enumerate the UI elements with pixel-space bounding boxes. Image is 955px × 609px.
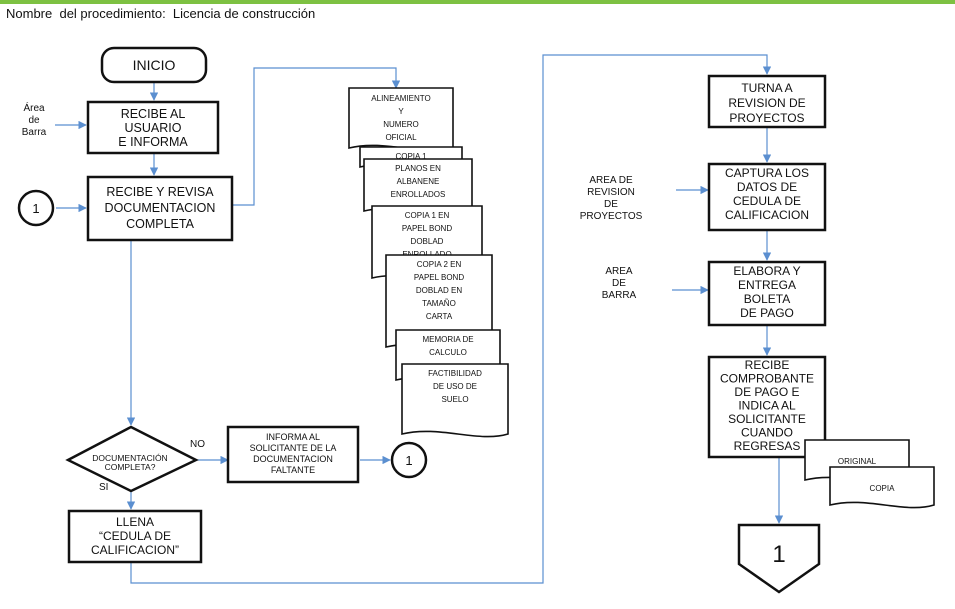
process-turna [707, 74, 827, 129]
receipt-2-label: COPIA [870, 484, 896, 493]
decision-documentacion [65, 425, 199, 493]
offpage-connector [737, 523, 821, 594]
connector-circle-1-label: 1 [32, 201, 39, 216]
arrow-revisa-docs [232, 67, 401, 206]
decision-no-label: NO [190, 439, 205, 450]
process-informa [226, 425, 360, 484]
receipt-1-label: ORIGINAL [838, 457, 877, 466]
document-2-label: COPIA 1 [395, 152, 427, 161]
process-recibe-revisa [86, 175, 234, 242]
process-elabora [707, 260, 827, 327]
connector-lines [55, 54, 784, 584]
start-terminator [100, 46, 208, 84]
start-label: INICIO [133, 57, 176, 73]
process-llena [67, 509, 203, 564]
process-recibe-usuario [86, 100, 220, 155]
arrow-llena-turna [130, 54, 772, 584]
connector-circle-2-label: 1 [405, 453, 412, 468]
procedure-title: Nombre del procedimiento: Licencia de co… [6, 6, 316, 21]
top-accent-bar [0, 0, 955, 4]
connector-circle-1 [17, 189, 55, 227]
process-captura [707, 162, 827, 232]
connector-circle-2 [390, 441, 428, 479]
receipt-2: COPIA [829, 466, 935, 509]
decision-si-label: SI [99, 482, 108, 493]
receipt-documents: ORIGINAL COPIA [804, 439, 935, 509]
offpage-connector-label: 1 [772, 541, 785, 568]
